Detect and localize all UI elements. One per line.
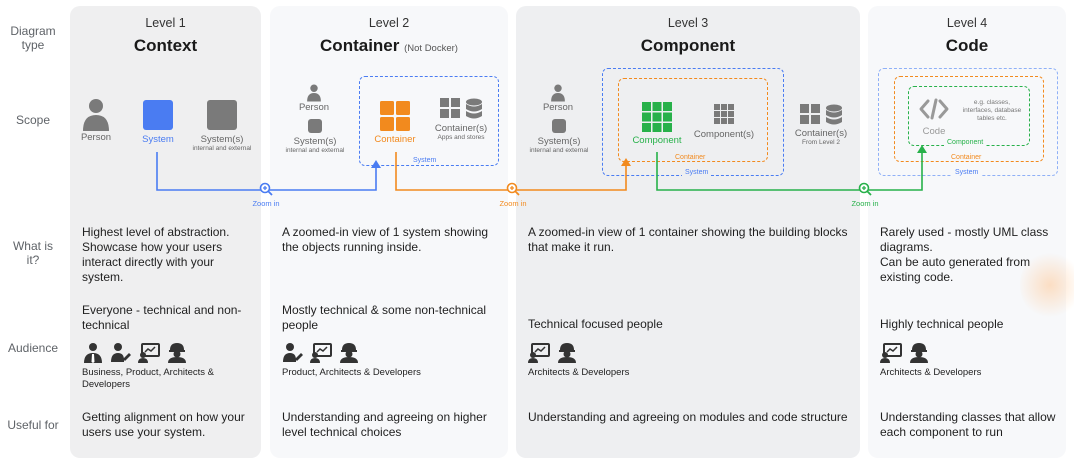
scope-container: Container: [368, 101, 422, 145]
what-description: Rarely used - mostly UML class diagrams.…: [880, 225, 1049, 284]
system-boundary-label: System: [410, 157, 440, 164]
audience-icons: [82, 342, 188, 364]
person-icon: [83, 99, 109, 131]
zoom-in-icon: [506, 182, 520, 196]
scope-person: Person: [78, 98, 114, 143]
level-4-card: Level 4 Code System Container Component …: [868, 6, 1066, 458]
level-title: Code: [945, 36, 989, 55]
audience-roles: Architects & Developers: [528, 367, 630, 378]
app-grid-icon: [439, 98, 460, 118]
system-square-icon: [143, 100, 173, 130]
zoom-in-marker-blue: Zoom in: [246, 182, 286, 208]
systems-square-icon: [207, 100, 237, 130]
audience-roles: Product, Architects & Developers: [282, 367, 421, 378]
level-number: Level 1: [145, 16, 186, 30]
scope-containers: Container(s) From Level 2: [788, 104, 854, 147]
audience-description: Mostly technical & some non-technical pe…: [282, 303, 487, 332]
level-2-card: Level 2 Container (Not Docker) Person Sy…: [270, 6, 508, 458]
code-examples-caption: e.g. classes, interfaces, database table…: [962, 99, 1022, 122]
developer-hardhat-icon: [168, 343, 186, 363]
components-grid-icon: [714, 104, 734, 124]
developer-hardhat-icon: [910, 343, 928, 363]
useful-for-description: Getting alignment on how your users use …: [82, 410, 245, 439]
architect-board-icon: [528, 343, 550, 363]
business-person-icon: [84, 343, 102, 363]
systems-square-icon: [308, 119, 322, 133]
audience-icons: [282, 342, 360, 364]
code-brackets-icon: [919, 98, 949, 120]
scope-person: Person: [538, 84, 578, 113]
audience-icons: [528, 342, 578, 364]
zoom-in-marker-green: Zoom in: [845, 182, 885, 208]
zoom-in-icon: [259, 182, 273, 196]
level-1-card: Level 1 Context Person System System(s) …: [70, 6, 261, 458]
level-title: Context: [133, 36, 198, 55]
architect-board-icon: [138, 343, 160, 363]
product-person-icon: [283, 343, 303, 362]
scope-code: Code: [912, 98, 956, 137]
useful-for-description: Understanding and agreeing on modules an…: [528, 410, 848, 424]
what-description: Highest level of abstraction. Showcase h…: [82, 225, 230, 284]
architect-board-icon: [880, 343, 902, 363]
zoom-in-marker-orange: Zoom in: [493, 182, 533, 208]
useful-for-description: Understanding and agreeing on higher lev…: [282, 410, 487, 439]
system-boundary-label: System: [682, 169, 712, 176]
row-label-diagram-type: Diagram type: [10, 24, 56, 52]
level-title: Container (Not Docker): [320, 36, 458, 55]
level-number: Level 3: [667, 16, 709, 30]
systems-square-icon: [552, 119, 566, 133]
scope-component: Component: [628, 102, 686, 146]
what-description: A zoomed-in view of 1 system showing the…: [282, 225, 489, 254]
row-label-useful-for: Useful for: [7, 418, 59, 432]
scope-systems: System(s) internal and external: [518, 119, 600, 155]
level-title: Component: [640, 36, 736, 55]
person-icon: [551, 84, 565, 102]
level-3-card: Level 3 Component Person System(s) inter…: [516, 6, 860, 458]
scope-person: Person: [294, 84, 334, 113]
audience-description: Technical focused people: [528, 317, 663, 331]
row-label-what-is-it: What is it?: [12, 239, 53, 267]
person-icon: [307, 84, 321, 102]
what-description: A zoomed-in view of 1 container showing …: [528, 225, 848, 254]
row-label-scope: Scope: [15, 113, 51, 127]
audience-description: Highly technical people: [880, 317, 1004, 331]
container-boundary-label: Container: [948, 154, 985, 161]
container-boundary-box: [894, 76, 1044, 162]
system-boundary-label: System: [952, 169, 982, 176]
decorative-glow: [1020, 250, 1074, 320]
developer-hardhat-icon: [558, 343, 576, 363]
scope-system: System: [130, 100, 186, 145]
container-grid-icon: [380, 101, 410, 131]
component-grid-icon: [642, 102, 672, 132]
useful-for-description: Understanding classes that allow each co…: [880, 410, 1056, 439]
developer-hardhat-icon: [340, 343, 358, 363]
scope-components: Component(s): [688, 104, 760, 140]
container-boundary-label: Container: [672, 154, 709, 161]
component-boundary-label: Component: [944, 139, 987, 146]
scope-systems: System(s) internal and external: [274, 119, 356, 155]
level-number: Level 4: [946, 16, 988, 30]
architect-board-icon: [310, 343, 332, 363]
scope-containers: Container(s) Apps and stores: [428, 98, 494, 142]
audience-icons: [880, 342, 930, 364]
audience-roles: Architects & Developers: [880, 367, 982, 378]
database-icon: [465, 98, 482, 119]
row-label-audience: Audience: [7, 341, 59, 355]
audience-roles: Business, Product, Architects & Develope…: [82, 367, 215, 390]
zoom-in-icon: [858, 182, 872, 196]
database-icon: [825, 104, 842, 125]
audience-description: Everyone - technical and non-technical: [82, 303, 242, 332]
level-number: Level 2: [368, 16, 410, 30]
product-person-icon: [111, 343, 131, 362]
app-grid-icon: [799, 104, 820, 124]
scope-systems: System(s) internal and external: [186, 100, 258, 153]
